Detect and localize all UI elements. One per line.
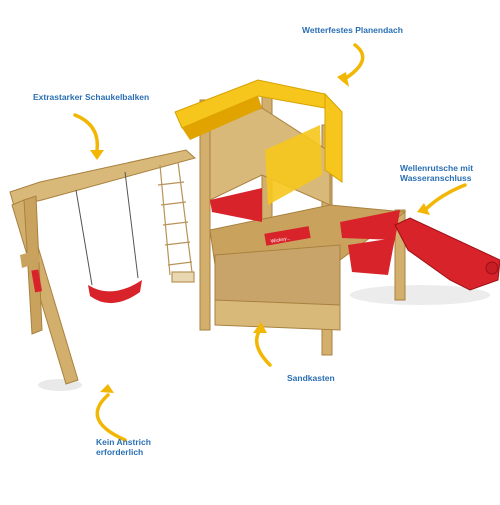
beam-arrow <box>73 113 100 152</box>
sandbox-arrow <box>254 328 272 367</box>
slide-arrow <box>423 183 467 212</box>
swing-frame <box>9 149 197 385</box>
roof-canopy <box>174 79 343 205</box>
rope-ladder <box>157 161 195 283</box>
slide-callout-line1: Wellenrutsche mit <box>400 163 474 173</box>
red-panels <box>210 188 400 275</box>
sandbox-callout: Sandkasten <box>287 373 335 383</box>
slide-callout-line2: Wasseranschluss <box>400 173 472 183</box>
arrow-heads <box>90 72 430 393</box>
sandbox-sign-text: Wickey... <box>270 235 291 244</box>
paint-callout-line1: Kein Anstrich <box>96 437 151 447</box>
red-slide <box>394 217 500 291</box>
swing-seat <box>75 171 142 304</box>
paint-callout-line2: erforderlich <box>96 447 144 457</box>
paint-callout: Kein Anstrich erforderlich <box>96 437 151 457</box>
slide-callout: Wellenrutsche mit Wasseranschluss <box>400 163 473 183</box>
beam-callout: Extrastarker Schaukelbalken <box>33 92 150 102</box>
paint-arrow <box>95 393 127 442</box>
annotation-arrows <box>73 43 467 442</box>
slide-shadow <box>350 285 490 305</box>
roof-callout: Wetterfestes Planendach <box>302 25 403 35</box>
sandbox: Wickey... <box>214 226 341 331</box>
roof-arrow <box>341 43 365 82</box>
